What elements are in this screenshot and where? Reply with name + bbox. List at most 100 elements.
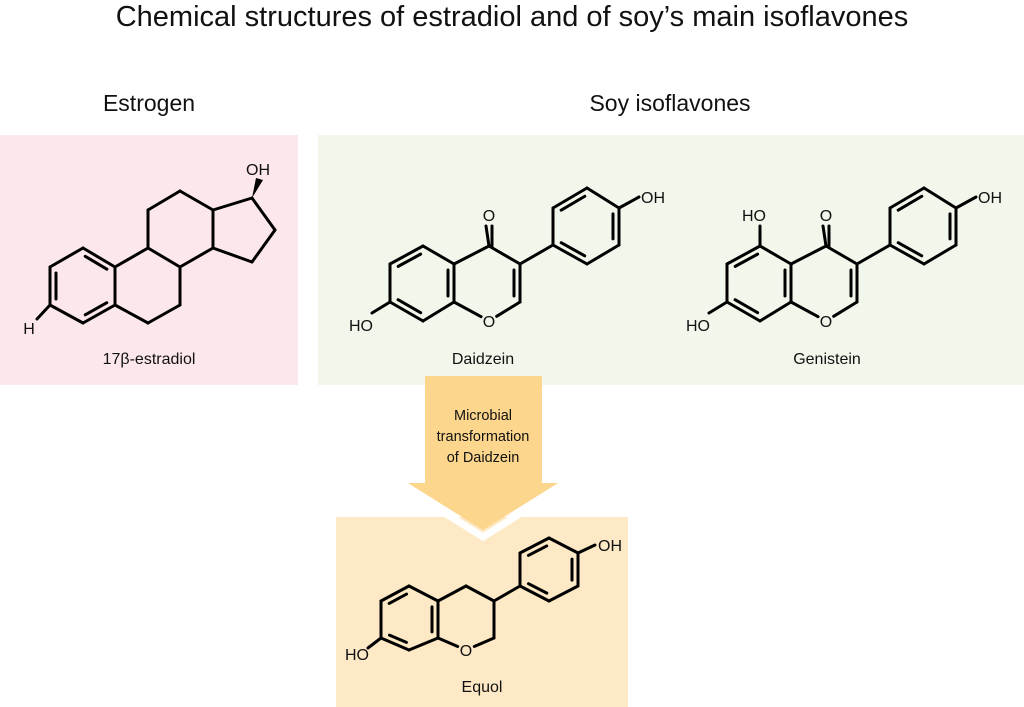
bond bbox=[436, 636, 460, 648]
bond bbox=[855, 243, 892, 266]
bond bbox=[146, 189, 182, 212]
atom-label-carbonyl-o: O bbox=[483, 208, 495, 225]
genistein-name: Genistein bbox=[793, 351, 861, 368]
bond bbox=[789, 300, 820, 319]
bond bbox=[725, 300, 762, 323]
bond bbox=[954, 195, 978, 210]
bond bbox=[492, 584, 522, 603]
double-bond-line bbox=[526, 544, 549, 557]
double-bond-line bbox=[83, 301, 109, 317]
bond bbox=[421, 244, 456, 266]
atom-label-oh: OH bbox=[978, 190, 1002, 207]
atom-label-carbonyl-o: O bbox=[820, 208, 832, 225]
bond bbox=[113, 246, 150, 269]
bond bbox=[547, 584, 580, 603]
bond bbox=[495, 300, 522, 318]
bond bbox=[487, 244, 522, 266]
bond bbox=[388, 244, 425, 266]
bond bbox=[576, 543, 597, 555]
bond bbox=[407, 636, 440, 652]
bond bbox=[113, 303, 150, 325]
bond bbox=[48, 303, 85, 325]
atom-label-ho5: HO bbox=[742, 208, 766, 225]
arrow-label-line3: of Daidzein bbox=[447, 450, 520, 466]
arrow-label-line2: transformation bbox=[437, 429, 530, 445]
bond bbox=[758, 300, 793, 323]
bond bbox=[81, 246, 117, 269]
double-bond-line bbox=[733, 298, 760, 315]
bond bbox=[452, 300, 483, 319]
bond bbox=[250, 228, 277, 264]
bond bbox=[617, 195, 641, 210]
double-bond-line bbox=[559, 241, 587, 258]
bond bbox=[789, 244, 828, 266]
genistein-structure: O O OH HO HO Genistein bbox=[686, 186, 1002, 368]
bond bbox=[81, 303, 117, 325]
double-bond-line bbox=[526, 582, 549, 595]
bond bbox=[922, 243, 958, 266]
atom-label-h: H bbox=[23, 321, 35, 338]
bond bbox=[922, 186, 958, 210]
bond bbox=[379, 636, 411, 652]
bond bbox=[585, 243, 621, 266]
diagram-title: Chemical structures of estradiol and of … bbox=[116, 1, 909, 33]
bond bbox=[146, 303, 182, 325]
estrogen-heading: Estrogen bbox=[103, 90, 195, 116]
bond bbox=[178, 246, 215, 269]
bond bbox=[379, 584, 411, 603]
arrow-outline bbox=[406, 487, 560, 542]
equol-structure: O OH HO Equol bbox=[345, 536, 622, 696]
bond bbox=[407, 584, 440, 603]
bond bbox=[370, 300, 392, 315]
atom-label-oh: OH bbox=[641, 190, 665, 207]
bond bbox=[585, 186, 621, 210]
arrow-label-line1: Microbial bbox=[454, 408, 512, 424]
bond bbox=[366, 636, 383, 650]
atom-label-ring-o: O bbox=[820, 314, 832, 331]
double-bond-line bbox=[396, 298, 423, 315]
double-bond-line bbox=[387, 633, 408, 644]
wedge-bond bbox=[252, 178, 263, 198]
bond bbox=[48, 246, 85, 269]
bond bbox=[421, 300, 456, 323]
double-bond-line bbox=[387, 592, 409, 605]
daidzein-name: Daidzein bbox=[452, 351, 514, 368]
bond bbox=[551, 186, 589, 210]
bond bbox=[547, 536, 580, 555]
bond bbox=[35, 303, 52, 321]
atom-label-ho: HO bbox=[349, 318, 373, 335]
bond bbox=[518, 584, 551, 603]
equol-name: Equol bbox=[462, 679, 503, 696]
double-bond-line bbox=[396, 252, 423, 268]
bond bbox=[146, 246, 182, 269]
bond bbox=[888, 186, 926, 210]
atom-label-ring-o: O bbox=[483, 314, 495, 331]
bond bbox=[725, 244, 762, 266]
bond bbox=[211, 196, 254, 212]
double-bond-line bbox=[896, 241, 924, 258]
bond bbox=[758, 244, 793, 266]
bond bbox=[551, 243, 589, 266]
bond bbox=[472, 636, 496, 648]
estradiol-structure: OH H 17β-estradiol bbox=[23, 162, 277, 368]
estradiol-name: 17β-estradiol bbox=[103, 351, 196, 368]
atom-label-oh: OH bbox=[246, 162, 270, 179]
bond bbox=[832, 300, 859, 318]
double-bond-line bbox=[83, 254, 109, 271]
double-bond-line bbox=[896, 194, 924, 212]
bond bbox=[211, 246, 254, 264]
bond bbox=[452, 244, 491, 266]
daidzein-structure: O O OH HO Daidzein bbox=[349, 186, 665, 368]
arrow-head bbox=[408, 483, 558, 530]
bond bbox=[250, 196, 277, 232]
atom-label-oh: OH bbox=[598, 538, 622, 555]
bond bbox=[464, 584, 496, 603]
soy-panel bbox=[318, 135, 1024, 385]
transformation-arrow: Microbial transformation of Daidzein bbox=[406, 376, 560, 542]
bond bbox=[824, 244, 859, 266]
bond bbox=[821, 224, 828, 248]
bond bbox=[518, 243, 555, 266]
bond bbox=[484, 224, 491, 248]
bond bbox=[888, 243, 926, 266]
